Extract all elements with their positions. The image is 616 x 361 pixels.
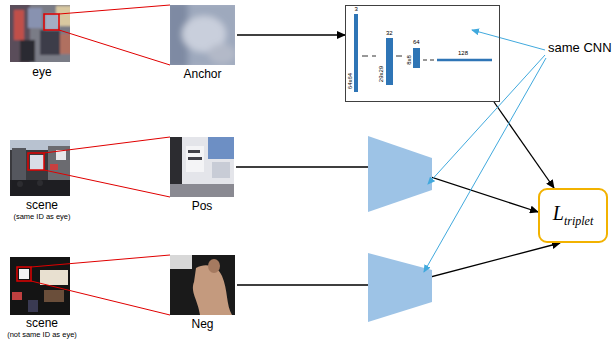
rect-shape <box>170 137 234 197</box>
negative-patch <box>170 255 235 315</box>
patch-node: Pos <box>168 137 236 213</box>
circle-shape <box>17 181 23 187</box>
rect-shape <box>40 270 68 285</box>
line-shape <box>362 56 368 57</box>
zoom-line <box>44 170 170 197</box>
leader-arrow <box>472 30 545 50</box>
image-node: scene(same ID as eye) <box>0 140 84 221</box>
line-shape <box>430 60 434 61</box>
zoom-line <box>59 5 170 14</box>
patch-node: Anchor <box>168 5 237 81</box>
scene-photo <box>10 257 70 315</box>
rect-shape <box>12 292 22 300</box>
crop-box <box>17 267 31 281</box>
rect-shape <box>170 184 234 197</box>
cnn-trapezoid <box>368 136 432 212</box>
patch-node: Neg <box>168 255 237 331</box>
rect-shape <box>50 164 58 170</box>
line-shape <box>396 56 402 57</box>
image-subcaption: (not same ID as eye) <box>0 330 84 339</box>
layer-size: 29x29 <box>378 66 384 82</box>
image-caption: eye <box>0 65 84 79</box>
loss-box: Ltriplet <box>538 188 608 243</box>
rect-shape <box>170 5 235 65</box>
zoom-line <box>59 30 170 65</box>
leader-arrow <box>428 55 545 184</box>
rect-shape <box>186 146 204 172</box>
rect-shape <box>386 38 393 85</box>
rect-shape <box>19 269 29 279</box>
cnn-trapezoid <box>368 253 432 322</box>
flow-arrow <box>237 34 345 35</box>
rect-shape <box>413 48 420 68</box>
rect-shape <box>40 30 60 55</box>
line-shape <box>372 56 376 57</box>
rect-shape <box>14 10 24 40</box>
layer-size: 32 <box>386 30 393 36</box>
crop-box <box>28 153 44 170</box>
rect-shape <box>212 162 230 178</box>
image-subcaption: (same ID as eye) <box>0 212 84 221</box>
layer-size: 128 <box>458 50 468 56</box>
layer-size: 64 <box>413 39 420 45</box>
rect-shape <box>10 257 70 315</box>
layer-size: 3 <box>355 6 358 12</box>
ellipse-shape <box>208 44 235 64</box>
flow-arrow <box>494 102 554 188</box>
annotation-label: same CNN <box>548 40 612 55</box>
zoom-line <box>31 281 170 315</box>
cnn-box: 3 64x64 32 29x29 64 8x8 128 <box>345 5 500 102</box>
line-shape <box>437 59 492 62</box>
zoom-line <box>31 255 170 267</box>
loss-formula: Ltriplet <box>553 202 593 229</box>
image-caption: Neg <box>168 317 237 331</box>
rect-shape <box>10 180 70 196</box>
rect-shape <box>188 157 202 160</box>
scene-photo <box>10 140 70 196</box>
rect-shape <box>170 255 235 315</box>
rect-shape <box>60 34 70 54</box>
rect-shape <box>28 300 38 312</box>
image-node: eye <box>0 5 84 79</box>
ellipse-shape <box>208 259 220 273</box>
image-caption: scene <box>0 316 84 330</box>
rect-shape <box>28 8 42 28</box>
rect-shape <box>354 14 358 92</box>
crop-box <box>44 14 59 30</box>
rect-shape <box>30 155 44 170</box>
leader-arrow <box>424 58 546 272</box>
rect-shape <box>44 290 64 302</box>
zoom-line <box>44 137 170 153</box>
rect-shape <box>170 255 192 269</box>
layer-size: 64x64 <box>347 73 353 89</box>
positive-patch <box>170 137 234 197</box>
loss-subscript: triplet <box>564 214 593 228</box>
image-caption: Pos <box>168 199 236 213</box>
g-shape <box>170 5 235 65</box>
image-node: scene(not same ID as eye) <box>0 257 84 339</box>
rect-shape <box>45 14 59 30</box>
circle-shape <box>37 180 43 186</box>
rect-shape <box>208 137 234 159</box>
anchor-patch <box>170 5 235 65</box>
line-shape <box>423 60 427 61</box>
cnn-layers <box>354 14 492 92</box>
rect-shape <box>188 150 200 153</box>
rect-shape <box>20 40 35 62</box>
layer-size: 8x8 <box>405 55 411 65</box>
image-caption: scene <box>0 198 84 212</box>
image-caption: Anchor <box>168 67 237 81</box>
rect-shape <box>12 148 26 180</box>
loss-symbol: L <box>553 202 564 224</box>
rect-shape <box>10 140 70 196</box>
